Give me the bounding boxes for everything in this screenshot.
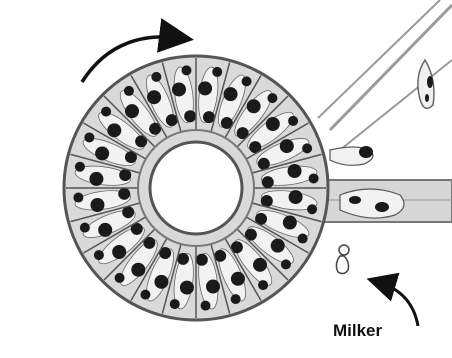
cow-spot: [131, 263, 145, 277]
cow-spot: [242, 76, 252, 86]
cow-spot: [196, 254, 208, 266]
cow-spot: [118, 188, 130, 200]
cow-spot: [112, 245, 126, 259]
cow-spot: [212, 67, 222, 77]
cow-spot: [247, 99, 261, 113]
cow-spot: [302, 143, 312, 153]
cow-spot: [90, 198, 104, 212]
cow-spot: [140, 290, 150, 300]
cow-spot: [84, 132, 94, 142]
center-pit: [150, 142, 242, 234]
cow-spot: [124, 86, 134, 96]
cow-spot: [147, 90, 161, 104]
cow-spot: [224, 87, 238, 101]
cow-spot: [288, 164, 302, 178]
cow-spot: [231, 272, 245, 286]
cow-spot: [115, 273, 125, 283]
cow-spot: [298, 234, 308, 244]
cow-spot: [80, 223, 90, 233]
cow-spot: [184, 110, 196, 122]
cow-spot: [262, 176, 274, 188]
cow-spot: [309, 173, 319, 183]
cow-spot: [266, 117, 280, 131]
exiting-cow: [340, 189, 404, 218]
cow-spot: [95, 146, 109, 160]
cow-spot: [181, 65, 191, 75]
rotary-platform: [64, 56, 328, 320]
cow-spot: [253, 258, 267, 272]
cow-spot: [206, 280, 220, 294]
cow-spot: [271, 239, 285, 253]
cow-spot: [283, 216, 297, 230]
entry-lanes: [318, 0, 452, 150]
cow-spot: [89, 172, 103, 186]
cow-spot: [94, 250, 104, 260]
cow-spot: [172, 82, 186, 96]
cow-spot: [258, 280, 268, 290]
cow-spot: [231, 294, 241, 304]
cow-spot: [98, 223, 112, 237]
cow-spot: [198, 81, 212, 95]
cow-spot: [154, 275, 168, 289]
cow-spot: [201, 301, 211, 311]
milker-figure: [336, 245, 349, 274]
cow-spot: [267, 93, 277, 103]
cow-spot: [170, 299, 180, 309]
cow-spot: [75, 162, 85, 172]
cow-spot: [180, 281, 194, 295]
cow-spot: [307, 204, 317, 214]
cow-spot: [125, 104, 139, 118]
milker-label: Milker: [333, 321, 383, 340]
cow-spot: [288, 116, 298, 126]
cow-spot: [280, 139, 294, 153]
milker-arrow: [378, 282, 418, 326]
cow-spot: [289, 190, 303, 204]
cow-spot: [151, 72, 161, 82]
cow-spot: [107, 123, 121, 137]
cow-spot: [73, 193, 83, 203]
cow-spot: [101, 107, 111, 117]
cow-spot: [281, 259, 291, 269]
